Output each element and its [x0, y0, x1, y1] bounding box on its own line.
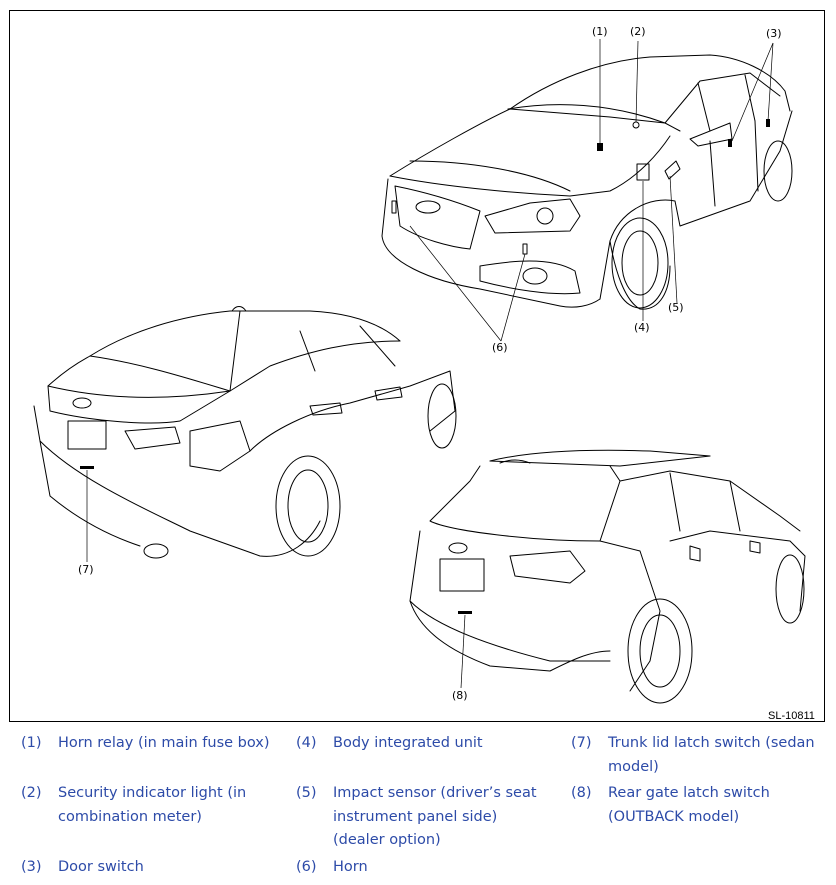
legend-number: (7) [571, 735, 592, 751]
leader-lines [86, 39, 774, 689]
callout-4: (4) [634, 321, 650, 334]
callout-2: (2) [630, 25, 646, 38]
legend-text: Horn relay (in main fuse box) [58, 735, 270, 751]
diagram-svg: (1) (2) (3) (4) (5) (6) (7) (8) SL-10811 [33, 25, 815, 722]
legend-number: (3) [21, 859, 42, 875]
legend-number: (6) [296, 859, 317, 875]
legend-text: Security indicator light (in [58, 785, 247, 801]
legend-text: instrument panel side) [333, 808, 498, 825]
callout-8: (8) [452, 689, 468, 702]
legend-item-8: (8) Rear gate latch switch (OUTBACK mode… [571, 782, 833, 830]
legend-number: (2) [21, 785, 42, 801]
legend-text: Trunk lid latch switch (sedan [608, 735, 815, 751]
legend-text: Door switch [58, 859, 144, 875]
legend-number: (5) [296, 785, 317, 801]
legend-item-5: (5) Impact sensor (driver’s seat instrum… [296, 782, 566, 854]
vehicle-component-diagram: (1) (2) (3) (4) (5) (6) (7) (8) SL-10811 [9, 10, 825, 722]
legend-text: Rear gate latch switch [608, 785, 770, 801]
legend-text: (dealer option) [333, 832, 441, 848]
legend-text: model) [608, 758, 659, 775]
legend-text: (OUTBACK model) [608, 808, 740, 825]
figure-id: SL-10811 [768, 710, 815, 722]
legend-text: Impact sensor (driver’s seat [333, 785, 537, 801]
legend-item-2: (2) Security indicator light (in combina… [21, 782, 291, 830]
rear-sedan-drawing [33, 306, 457, 559]
callout-5: (5) [668, 301, 684, 314]
legend-number: (1) [21, 735, 42, 751]
legend: (1) Horn relay (in main fuse box) (2) Se… [0, 732, 836, 885]
callout-3: (3) [766, 27, 782, 40]
callout-1: (1) [592, 25, 608, 38]
legend-number: (8) [571, 785, 592, 801]
legend-number: (4) [296, 735, 317, 751]
front-sedan-drawing [381, 54, 793, 310]
legend-item-7: (7) Trunk lid latch switch (sedan model) [571, 732, 833, 780]
legend-text: combination meter) [58, 808, 202, 825]
legend-text: Horn [333, 859, 368, 875]
legend-text: Body integrated unit [333, 735, 483, 751]
rear-outback-drawing [409, 449, 806, 704]
callout-7: (7) [78, 563, 94, 576]
callout-6: (6) [492, 341, 508, 354]
